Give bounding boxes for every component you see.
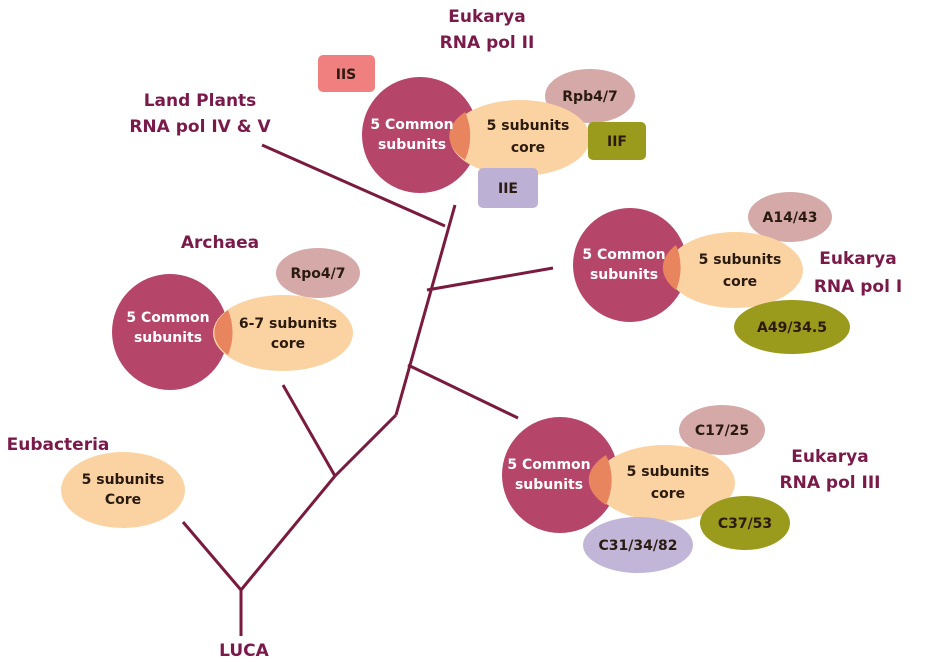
archaea-core [213, 295, 353, 371]
pol2-overlap [449, 112, 471, 160]
plants-title: Land Plants [144, 91, 257, 111]
pol1-core-label: core [723, 274, 757, 290]
pol3-common [502, 417, 618, 533]
pol1-a49345 [734, 300, 850, 354]
pol3-title: Eukarya [791, 447, 868, 467]
pol2-iis [318, 55, 375, 92]
eubacteria-core-label: 5 subunits [82, 472, 165, 488]
pol2-core-label: 5 subunits [487, 118, 570, 134]
pol3-c313482-label: C31/34/82 [599, 538, 678, 554]
pol2-iie-label: IIE [498, 181, 518, 197]
pol2-iis-label: IIS [336, 67, 357, 83]
pol3-core-label: 5 subunits [627, 464, 710, 480]
phylogenetic-tree [181, 143, 554, 636]
archaea-rpo47-label: Rpo4/7 [290, 266, 345, 282]
pol1-overlap [662, 245, 681, 290]
archaea-common [112, 274, 228, 390]
pol1-a1443 [748, 192, 832, 242]
archaea-common-label: 5 Common [126, 310, 209, 326]
pol1-title: Eukarya [819, 249, 896, 269]
pol1-common-label: 5 Common [582, 247, 665, 263]
pol1-core [667, 232, 803, 308]
pol3-c3753-label: C37/53 [718, 516, 772, 532]
pol1-group: A14/43 A49/34.5 5 Common subunits 5 subu… [573, 192, 902, 354]
pol2-title: Eukarya [448, 7, 525, 27]
pol3-common-label: 5 Common [507, 457, 590, 473]
eubacteria-core [61, 452, 185, 528]
archaea-common-label: subunits [134, 330, 202, 346]
pol2-group: Eukarya RNA pol II IIS Rpb4/7 IIF IIE 5 … [318, 7, 646, 208]
pol3-c3753 [700, 496, 790, 550]
pol2-core-label: core [511, 140, 545, 156]
luca-label: LUCA [219, 641, 270, 661]
pol3-common-label: subunits [515, 477, 583, 493]
plants-subtitle: RNA pol IV & V [129, 117, 271, 137]
pol3-c1725 [679, 405, 765, 455]
pol1-a1443-label: A14/43 [763, 210, 818, 226]
archaea-overlap [214, 310, 233, 355]
pol2-common [362, 77, 478, 193]
archaea-title: Archaea [181, 233, 259, 253]
archaea-core-label: core [271, 336, 305, 352]
pol3-c313482 [583, 517, 693, 573]
eubacteria-core-label: Core [105, 492, 141, 508]
pol3-group: C17/25 C31/34/82 C37/53 5 Common subunit… [502, 405, 880, 573]
pol2-common-label: 5 Common [370, 117, 453, 133]
pol1-core-label: 5 subunits [699, 252, 782, 268]
pol1-subtitle: RNA pol I [814, 277, 902, 297]
pol2-common-label: subunits [378, 137, 446, 153]
pol2-iie [478, 168, 538, 208]
pol3-subtitle: RNA pol III [780, 473, 881, 493]
pol2-iif [588, 122, 646, 160]
pol2-subtitle: RNA pol II [440, 33, 535, 53]
pol1-a49345-label: A49/34.5 [757, 320, 827, 336]
archaea-group: Archaea Rpo4/7 5 Common subunits 6-7 sub… [112, 233, 360, 390]
pol3-core [595, 445, 735, 521]
pol2-core [450, 100, 590, 176]
pol1-common [573, 208, 687, 322]
eubacteria-group: Eubacteria 5 subunits Core [7, 435, 185, 528]
pol3-overlap [588, 455, 612, 505]
pol1-common-label: subunits [590, 267, 658, 283]
pol3-c1725-label: C17/25 [695, 423, 749, 439]
pol2-iif-label: IIF [607, 134, 627, 150]
archaea-rpo47 [276, 248, 360, 298]
eubacteria-title: Eubacteria [7, 435, 110, 455]
pol2-rpb47-label: Rpb4/7 [562, 89, 617, 105]
pol2-rpb47 [545, 69, 635, 123]
pol3-core-label: core [651, 486, 685, 502]
archaea-core-label: 6-7 subunits [239, 316, 337, 332]
